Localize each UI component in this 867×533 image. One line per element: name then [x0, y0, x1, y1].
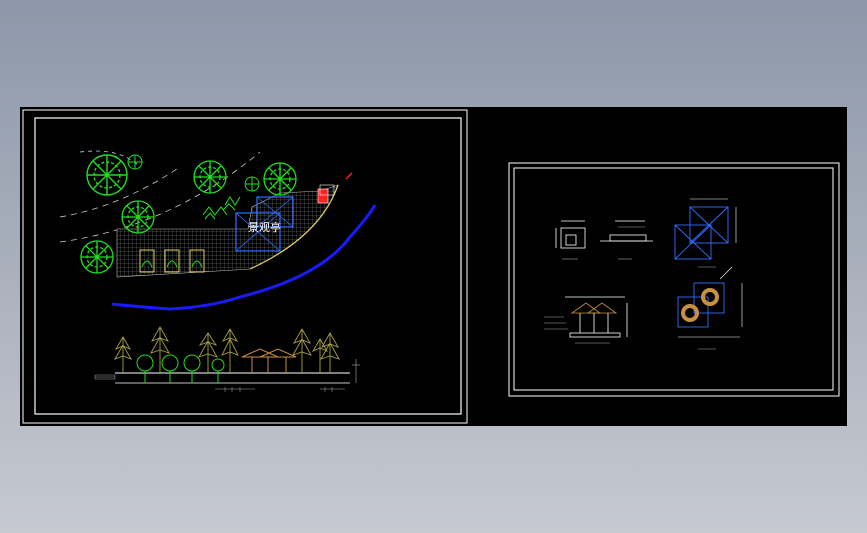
plaza-curved-edge	[249, 184, 339, 270]
site-plan: 景观亭	[59, 150, 377, 311]
tree-symbol-icon	[244, 176, 260, 192]
section-elevation	[94, 326, 360, 392]
pavilion-roof-plan	[674, 206, 729, 260]
left-sheet-inner-frame	[34, 117, 462, 415]
detail-plan-1	[555, 220, 586, 260]
dashed-boundary-line	[59, 166, 181, 218]
pavilion-label: 景观亭	[248, 220, 281, 234]
kiosk-symbol	[317, 188, 329, 204]
tree-symbol-icon	[193, 160, 227, 194]
cad-drawing: 景观亭	[22, 109, 840, 424]
water-edge-line	[111, 204, 377, 311]
tree-symbol-icon	[80, 240, 114, 274]
elevation-label-box	[94, 374, 116, 380]
column-layout-plan	[677, 282, 725, 328]
dashed-boundary-line	[59, 151, 261, 243]
tree-symbol-icon	[86, 154, 128, 196]
deciduous-tree-icon	[136, 354, 225, 383]
shrub-symbol-icon	[202, 196, 241, 220]
tree-symbol-icon	[121, 200, 155, 234]
right-sheet-inner-frame	[513, 167, 834, 391]
tree-symbol-icon	[127, 154, 143, 170]
planter-group	[139, 249, 205, 273]
cad-drawing-canvas[interactable]: 景观亭	[20, 107, 847, 426]
column-ring-icon	[681, 288, 719, 322]
right-sheet-outer-frame	[508, 162, 840, 397]
red-marker	[345, 172, 353, 180]
pavilion-roof-icon	[570, 302, 618, 314]
conifer-tree-icon	[113, 326, 340, 373]
left-sheet-outer-frame	[22, 109, 468, 424]
pavilion-roof-icon	[241, 348, 297, 373]
elevation-caption-marks	[215, 387, 345, 392]
dashed-boundary-line	[79, 150, 141, 168]
pavilion-elevation-detail	[544, 296, 628, 344]
detail-section-1	[600, 220, 653, 260]
right-sheet	[508, 162, 840, 397]
tree-symbol-icon	[263, 162, 297, 196]
left-sheet: 景观亭	[22, 109, 468, 424]
pavilion-plan: 景观亭	[235, 196, 294, 252]
